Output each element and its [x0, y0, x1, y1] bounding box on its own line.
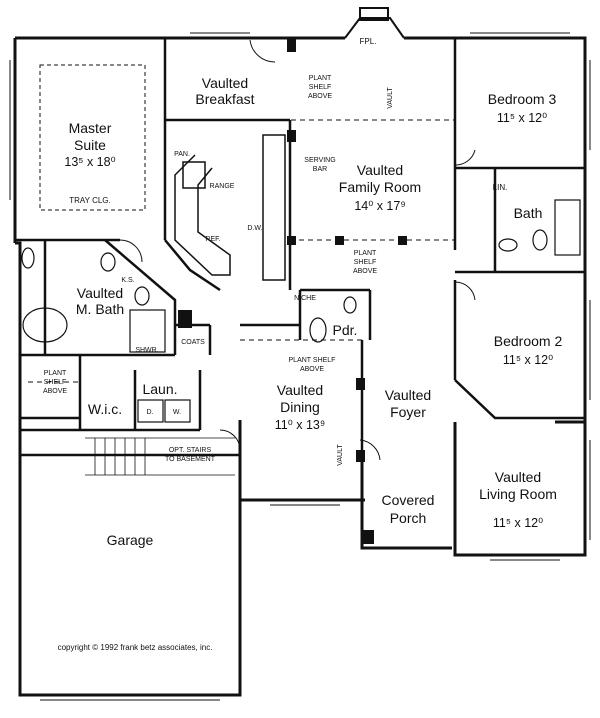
- plant-shelf-note-mb-2: SHELF: [44, 379, 67, 386]
- bath-fixtures: [21, 199, 581, 353]
- stairs-note-2: TO BASEMENT: [165, 456, 216, 463]
- plant-shelf-note-mb-3: ABOVE: [43, 388, 67, 395]
- range-label: RANGE: [210, 183, 235, 190]
- bedroom2-dim: 11⁵ x 12⁰: [503, 353, 553, 367]
- washer-label: W.: [173, 409, 181, 416]
- stairs: [85, 437, 235, 476]
- family-room-name-1: Vaulted: [357, 162, 403, 178]
- plant-shelf-note-dn-1: PLANT SHELF: [289, 357, 336, 364]
- pantry-label: PAN.: [174, 151, 190, 158]
- bedroom3-name: Bedroom 3: [488, 91, 557, 107]
- breakfast-name-2: Breakfast: [195, 91, 254, 107]
- powder-room-name: Pdr.: [333, 322, 358, 338]
- breakfast-name-1: Vaulted: [202, 75, 248, 91]
- master-bath-name-2: M. Bath: [76, 301, 124, 317]
- tray-ceiling-outline: [39, 64, 146, 211]
- columns: [178, 38, 407, 544]
- coats-label: COATS: [181, 339, 205, 346]
- plant-shelf-lines: [28, 119, 455, 455]
- family-room-name-2: Family Room: [339, 179, 421, 195]
- shower-label: SHWR.: [135, 347, 158, 354]
- plant-shelf-note-top-3: ABOVE: [308, 93, 332, 100]
- dining-dim: 11⁰ x 13⁹: [275, 418, 325, 432]
- plant-shelf-note-dn-2: ABOVE: [300, 366, 324, 373]
- living-room-name-2: Living Room: [479, 486, 557, 502]
- wic-name: W.i.c.: [88, 401, 122, 417]
- windows: [9, 32, 591, 701]
- foyer-name-1: Vaulted: [385, 387, 431, 403]
- plant-shelf-note-mb-1: PLANT: [44, 370, 67, 377]
- dining-name-1: Vaulted: [277, 382, 323, 398]
- niche-label: NICHE: [294, 295, 316, 302]
- living-room-dim: 11⁵ x 12⁰: [493, 516, 543, 530]
- vault-note-dining: VAULT: [337, 444, 344, 466]
- covered-porch-name-2: Porch: [390, 510, 427, 526]
- stairs-note-1: OPT. STAIRS: [169, 447, 212, 454]
- serving-bar-note-2: BAR: [313, 166, 327, 173]
- fireplace: [344, 7, 405, 39]
- garage-name: Garage: [107, 532, 154, 548]
- refrigerator-label: REF.: [205, 236, 220, 243]
- dryer-label: D.: [147, 409, 154, 416]
- dining-name-2: Dining: [280, 399, 320, 415]
- dishwasher-label: D.W.: [247, 225, 262, 232]
- master-suite-name-1: Master: [69, 120, 112, 136]
- kitchen-counters: [174, 134, 286, 281]
- linen-label: LIN.: [493, 183, 508, 192]
- plant-shelf-note-top-1: PLANT: [309, 75, 332, 82]
- bath-name: Bath: [514, 205, 543, 221]
- master-suite-dim: 13⁵ x 18⁰: [64, 155, 115, 169]
- serving-bar-note-1: SERVING: [304, 157, 335, 164]
- tray-ceiling-label: TRAY CLG.: [69, 196, 111, 205]
- plant-shelf-note-top-2: SHELF: [309, 84, 332, 91]
- plant-shelf-note-fr-1: PLANT: [354, 250, 377, 257]
- master-bath-name-1: Vaulted: [77, 285, 123, 301]
- interior-walls: [15, 38, 585, 457]
- knee-space-label: K.S.: [121, 277, 134, 284]
- vault-note-family: VAULT: [387, 87, 394, 109]
- covered-porch-name-1: Covered: [382, 492, 435, 508]
- washer-dryer: [137, 399, 191, 423]
- foyer-name-2: Foyer: [390, 404, 426, 420]
- copyright-text: copyright © 1992 frank betz associates, …: [58, 643, 213, 652]
- fireplace-label: FPL.: [360, 37, 377, 46]
- master-suite-name-2: Suite: [74, 137, 106, 153]
- bedroom2-name: Bedroom 2: [494, 333, 563, 349]
- door-swings: [119, 39, 476, 461]
- plant-shelf-note-fr-2: SHELF: [354, 259, 377, 266]
- bedroom3-dim: 11⁵ x 12⁰: [497, 111, 547, 125]
- plant-shelf-note-fr-3: ABOVE: [353, 268, 377, 275]
- living-room-name-1: Vaulted: [495, 469, 541, 485]
- family-room-dim: 14⁰ x 17⁹: [354, 199, 405, 213]
- laundry-name: Laun.: [142, 381, 177, 397]
